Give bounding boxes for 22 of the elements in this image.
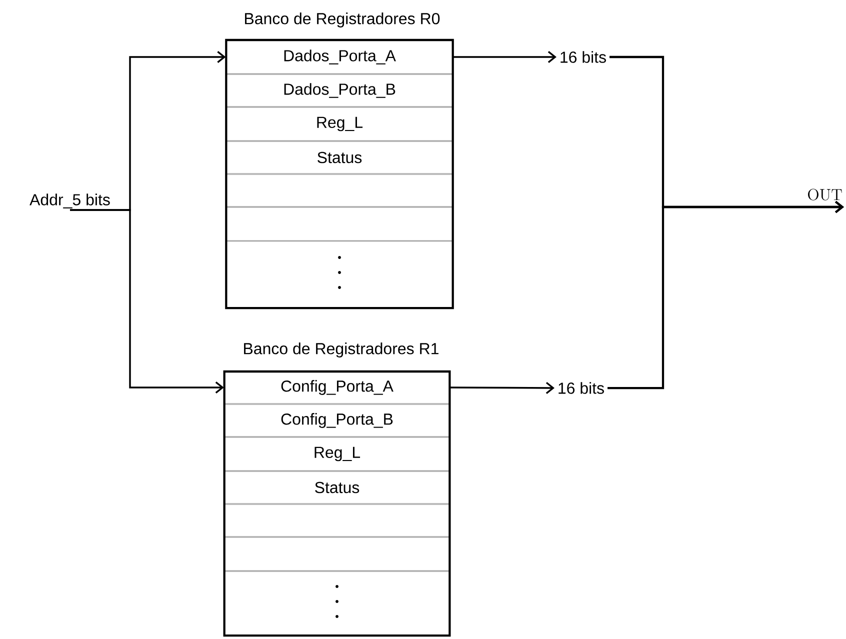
register-row: Config_Porta_B [224,404,450,437]
arrow [450,382,554,394]
arrow [453,50,556,63]
register-row [226,206,454,242]
signal-label: 16 bits [558,382,604,394]
register-row: Status [224,471,450,504]
signal-label: Addr_5 bits [30,194,110,208]
arrow [608,200,844,390]
register-row: Dados_Porta_B [226,74,454,107]
register-row: Dados_Porta_A [226,40,454,74]
register-row: Status [226,141,454,174]
signal-label: 16 bits [560,51,606,63]
register-row: Reg_L [226,106,454,142]
bank-heading: Banco de Registradores R1 [244,342,438,358]
output-label: OUT [808,188,842,200]
register-row [226,174,454,207]
bank-heading: Banco de Registradores R0 [245,12,440,28]
arrow [70,209,224,394]
register-row: Config_Porta_A [224,371,450,404]
register-row: Reg_L [224,436,450,472]
register-row [224,536,450,572]
register-row [224,504,450,537]
